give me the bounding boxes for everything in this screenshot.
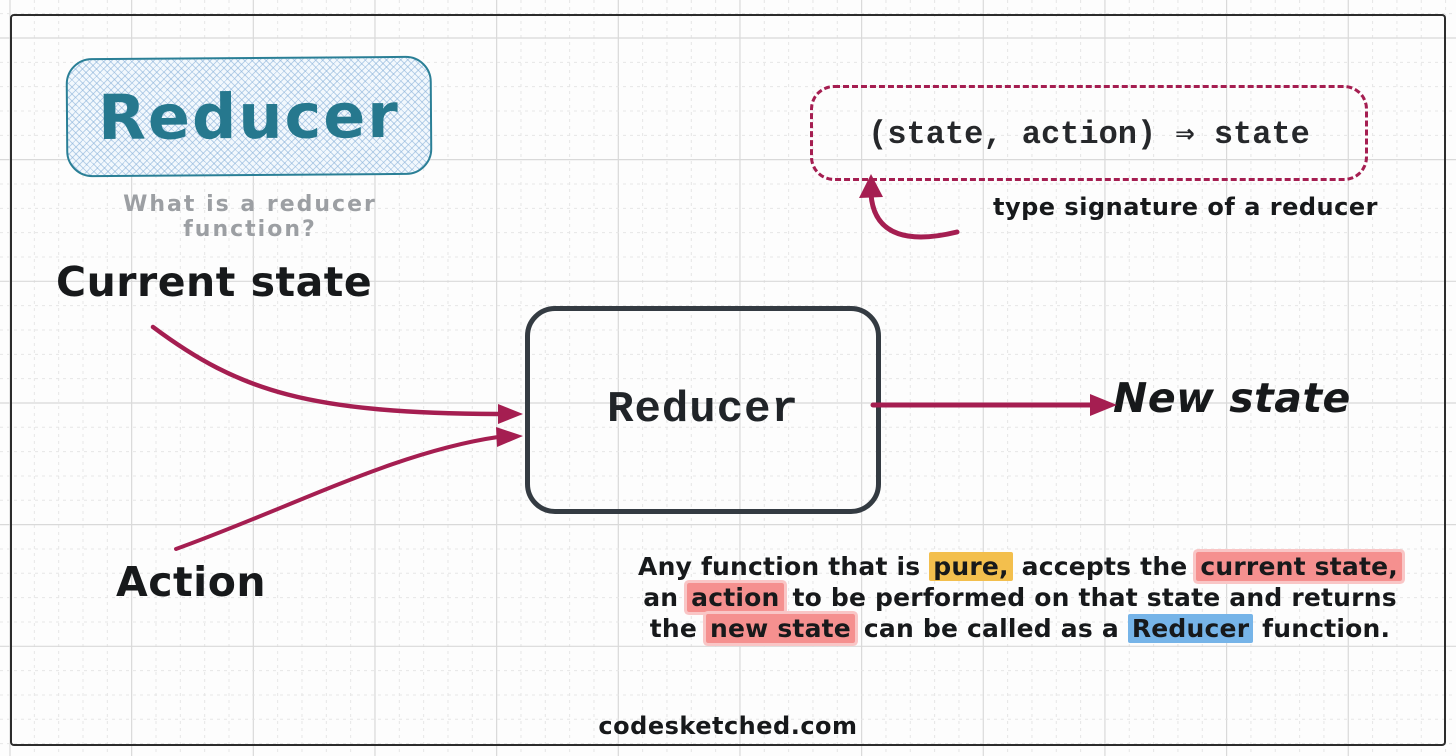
description-line-3: the new state can be called as a Reducer… [620, 613, 1420, 644]
description-text: to be performed on that state and return… [783, 583, 1397, 612]
type-signature-caption: type signature of a reducer [993, 193, 1378, 221]
description-text: accepts the [1012, 552, 1197, 581]
title-box: Reducer [65, 55, 433, 178]
highlight-new-state: new state [705, 614, 855, 643]
new-state-label: New state [1113, 374, 1351, 422]
description-paragraph: Any function that is pure, accepts the c… [620, 551, 1420, 644]
highlight-current-state: current state, [1196, 552, 1402, 581]
page-subtitle: What is a reducer function? [123, 192, 377, 242]
site-watermark: codesketched.com [598, 712, 858, 740]
description-text: the [649, 614, 706, 643]
action-label: Action [116, 558, 267, 606]
type-signature-box: (state, action) ⇒ state [810, 85, 1368, 181]
description-text: an [643, 583, 688, 612]
highlight-pure: pure, [929, 552, 1013, 581]
description-text: Any function that is [638, 552, 930, 581]
description-text: can be called as a [854, 614, 1128, 643]
highlight-reducer: Reducer [1127, 614, 1254, 643]
description-line-2: an action to be performed on that state … [620, 582, 1420, 613]
current-state-label: Current state [56, 258, 373, 306]
description-text: function. [1253, 614, 1391, 643]
type-signature-code: (state, action) ⇒ state [868, 116, 1310, 153]
reducer-box: Reducer [525, 306, 881, 514]
highlight-action: action [687, 583, 784, 612]
page-title: Reducer [97, 78, 401, 155]
description-line-1: Any function that is pure, accepts the c… [620, 551, 1420, 582]
reducer-box-label: Reducer [607, 385, 799, 435]
